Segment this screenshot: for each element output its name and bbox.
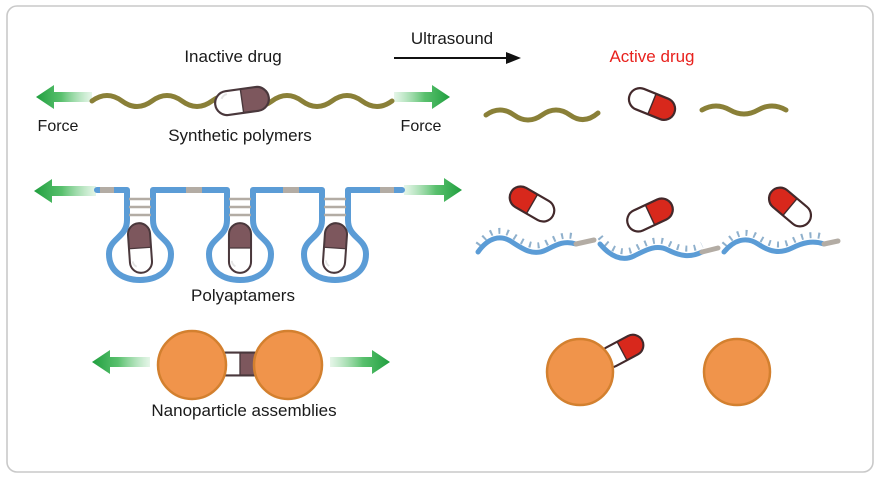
duplex-rungs: [129, 197, 346, 217]
nanoparticle-single-2: [702, 337, 772, 407]
inactive-drug-label: Inactive drug: [184, 47, 281, 66]
polyaptamers-label: Polyaptamers: [191, 286, 295, 305]
aptamer-strand-3: [721, 237, 827, 255]
force-arrow-left-nanoparticle: [92, 350, 150, 374]
force-arrow-right-polyaptamer: [404, 178, 462, 202]
active-drug-label: Active drug: [609, 47, 694, 66]
polymer-fragment-right: [699, 103, 789, 117]
polymer-fragment-left: [483, 107, 601, 123]
force-arrow-left-polymer: [36, 85, 92, 109]
force-left-label: Force: [38, 118, 79, 135]
ultrasound-label: Ultrasound: [411, 29, 493, 48]
force-arrow-right-nanoparticle: [330, 350, 390, 374]
polyaptamer-chain: [94, 187, 405, 283]
aptamer-gray-tip-3: [821, 238, 841, 247]
loop-capsule-3: [321, 221, 349, 275]
aptamer-gray-tip-2: [699, 245, 721, 255]
force-arrow-left-polyaptamer: [34, 179, 96, 203]
nanoparticle-single-1: [545, 337, 615, 407]
nanoparticle-left: [156, 329, 228, 401]
ultrasound-arrow: [394, 52, 521, 64]
aptamer-strand-1: [475, 235, 579, 255]
synthetic-polymers-label: Synthetic polymers: [168, 126, 312, 145]
aptamer-strand-2: [597, 241, 705, 261]
nanoparticle-assemblies-label: Nanoparticle assemblies: [151, 401, 336, 420]
aptamer-gray-tip-1: [573, 237, 597, 247]
nanoparticle-right: [252, 329, 324, 401]
force-arrow-right-polymer: [394, 85, 450, 109]
force-right-label: Force: [401, 118, 442, 135]
loop-capsule-1: [126, 221, 154, 275]
